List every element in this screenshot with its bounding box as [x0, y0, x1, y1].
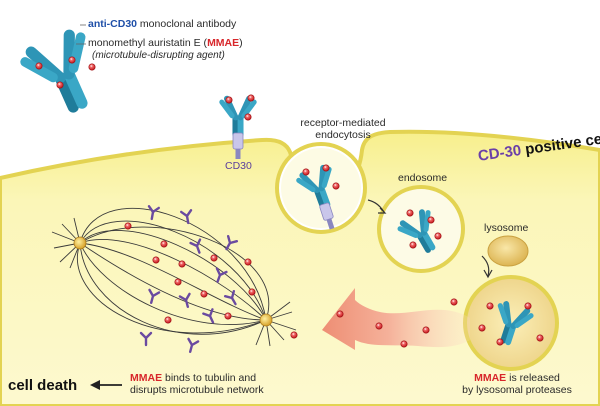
lysosome-small — [487, 235, 529, 267]
legend-leader-lines — [76, 24, 86, 45]
release-caption: MMAE is released by lysosomal proteases — [462, 372, 572, 396]
antibody-name: anti-CD30 — [88, 18, 138, 30]
binds-caption: MMAE binds to tubulin and disrupts micro… — [130, 372, 264, 396]
endocytosis-label: receptor-mediated endocytosis — [288, 117, 398, 141]
mmae-release-arrow — [322, 288, 470, 350]
cell-death-label: cell death — [8, 377, 78, 394]
binds-text: binds to tubulin and — [162, 372, 257, 384]
drug-abbrev: MMAE — [207, 37, 240, 49]
endocytosis-line2: endocytosis — [315, 129, 371, 141]
endosome-label: endosome — [398, 172, 448, 184]
binds-mmae: MMAE — [130, 372, 163, 384]
antibody-desc: monoclonal antibody — [137, 18, 237, 30]
release-mmae: MMAE — [474, 372, 507, 384]
lysosome-label: lysosome — [484, 222, 529, 234]
drug-legend-subtitle: (microtubule-disrupting agent) — [92, 50, 225, 61]
drug-legend-label: monomethyl auristatin E (MMAE) — [88, 37, 243, 49]
cell-death-arrow — [90, 380, 122, 390]
cd30-label: CD30 — [225, 160, 252, 172]
release-text: is released — [506, 372, 560, 384]
antibody-legend-label: anti-CD30 monoclonal antibody — [88, 18, 236, 30]
drug-paren: ) — [239, 37, 243, 49]
binds-line2: disrupts microtubule network — [130, 384, 264, 396]
drug-name: monomethyl auristatin E ( — [88, 37, 208, 49]
mitotic-spindle — [51, 207, 297, 347]
endocytosis-line1: receptor-mediated — [300, 117, 386, 129]
release-line2: by lysosomal proteases — [462, 384, 572, 396]
pathway-arrows — [367, 199, 493, 279]
